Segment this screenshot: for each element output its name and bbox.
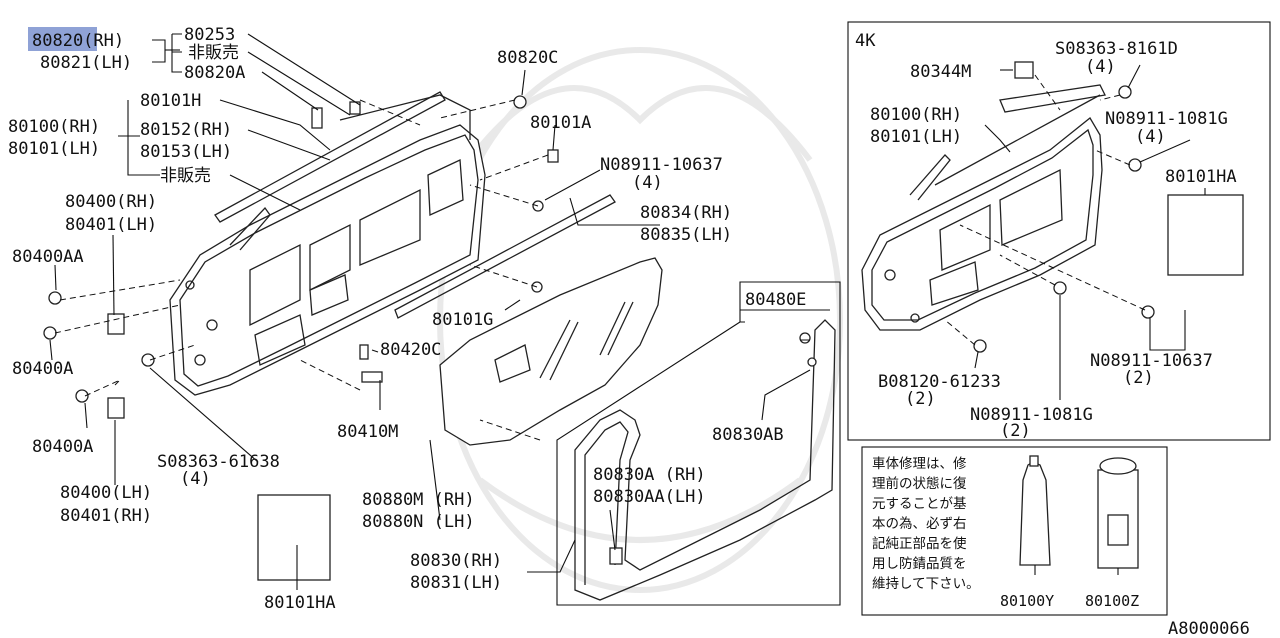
label-not-sold-2: 非販売	[160, 166, 211, 186]
label-qty-2c: (2)	[1000, 421, 1031, 441]
note-line-5: 記純正部品を使	[872, 535, 967, 552]
label-80820C: 80820C	[497, 48, 558, 68]
note-line-2: 理前の状態に復	[872, 475, 967, 492]
label-80420C: 80420C	[380, 340, 441, 360]
label-80401-lh: 80401(LH)	[65, 215, 157, 235]
label-80400A-2: 80400A	[32, 437, 93, 457]
rustproof-can-icon	[1097, 457, 1139, 575]
label-80821: 80821(LH)	[40, 53, 132, 73]
note-line-6: 用し防錆品質を	[872, 555, 967, 572]
leader-lines-4k	[974, 64, 1206, 400]
label-80410M: 80410M	[337, 422, 398, 442]
label-qty-4c: (4)	[1085, 57, 1116, 77]
label-80400-lh: 80400(LH)	[60, 483, 152, 503]
label-80830: 80830(RH)	[410, 551, 502, 571]
dashed-lines-4k	[944, 74, 1146, 346]
label-80153: 80153(LH)	[140, 142, 232, 162]
label-not-sold-1: 非販売	[188, 43, 239, 63]
label-80100Z: 80100Z	[1085, 592, 1139, 610]
label-80830AA: 80830AA(LH)	[593, 487, 706, 507]
repair-note-frame	[861, 446, 1168, 616]
label-80401-rh: 80401(RH)	[60, 506, 152, 526]
repair-note-text: 車体修理は、修 理前の状態に復 元することが基 本の為、必ず右 記純正部品を使 …	[872, 456, 1139, 610]
label-4k-title: 4K	[855, 31, 876, 51]
label-4k-80100: 80100(RH)	[870, 105, 962, 125]
label-80100: 80100(RH)	[8, 117, 100, 137]
labels-4k: 4K S08363-8161D (4) 80344M 80100(RH) 801…	[855, 31, 1237, 441]
highlight-80820	[28, 27, 97, 51]
note-line-7: 維持して下さい。	[872, 576, 980, 592]
label-qty-2a: (2)	[1123, 368, 1154, 388]
label-n08911-10637: N08911-10637	[600, 155, 723, 175]
weatherstrip-80834	[394, 194, 616, 319]
label-80152: 80152(RH)	[140, 120, 232, 140]
label-80830AB: 80830AB	[712, 425, 784, 445]
diagram-code: A8000066	[1168, 619, 1250, 638]
label-80400AA: 80400AA	[12, 247, 84, 267]
label-80880N: 80880N (LH)	[362, 512, 475, 532]
note-line-1: 車体修理は、修	[872, 456, 967, 472]
label-80101H: 80101H	[140, 91, 201, 111]
label-n08911-1081G: N08911-1081G	[1105, 109, 1228, 129]
label-qty-2b: (2)	[905, 389, 936, 409]
label-80400-rh: 80400(RH)	[65, 192, 157, 212]
label-80834: 80834(RH)	[640, 203, 732, 223]
label-80820A: 80820A	[184, 63, 245, 83]
label-4k-80101HA: 80101HA	[1165, 167, 1237, 187]
label-4k-n08911-1081G-b: N08911-1081G	[970, 405, 1093, 425]
label-80830A: 80830A (RH)	[593, 465, 706, 485]
leader-lines-main	[49, 33, 841, 606]
label-80344M: 80344M	[910, 62, 971, 82]
dashed-lines-main	[54, 99, 549, 441]
label-s08363-61638: S08363-61638	[157, 452, 280, 472]
door-glass	[439, 257, 663, 446]
labels-main: 80820(RH) 80821(LH) 80253 非販売 80820A 808…	[8, 25, 806, 613]
label-80400A-1: 80400A	[12, 359, 73, 379]
label-80101HA: 80101HA	[264, 593, 336, 613]
label-4k-80101: 80101(LH)	[870, 127, 962, 147]
sealer-tube-icon	[1019, 455, 1051, 575]
label-80101G: 80101G	[432, 310, 493, 330]
label-80100Y: 80100Y	[1000, 592, 1054, 610]
label-s08363-8161D: S08363-8161D	[1055, 39, 1178, 59]
label-80101A: 80101A	[530, 113, 591, 133]
label-80101: 80101(LH)	[8, 139, 100, 159]
label-qty-4d: (4)	[1135, 127, 1166, 147]
label-80480E: 80480E	[745, 290, 806, 310]
label-80835: 80835(LH)	[640, 225, 732, 245]
label-80253: 80253	[184, 25, 235, 45]
label-80831: 80831(LH)	[410, 573, 502, 593]
label-80820: 80820(RH)	[32, 31, 124, 51]
inset-4k-door	[861, 61, 1244, 353]
label-qty-4a: (4)	[632, 173, 663, 193]
label-qty-4b: (4)	[180, 469, 211, 489]
inset-4k-frame	[847, 21, 1271, 441]
label-b08120-61233: B08120-61233	[878, 372, 1001, 392]
fasteners	[43, 95, 817, 581]
label-80880M: 80880M (RH)	[362, 490, 475, 510]
weatherstrip-80830	[574, 319, 836, 601]
note-line-3: 元することが基	[872, 495, 967, 512]
main-door-shell	[169, 91, 486, 396]
note-line-4: 本の為、必ず右	[872, 516, 967, 532]
label-4k-n08911-10637: N08911-10637	[1090, 351, 1213, 371]
